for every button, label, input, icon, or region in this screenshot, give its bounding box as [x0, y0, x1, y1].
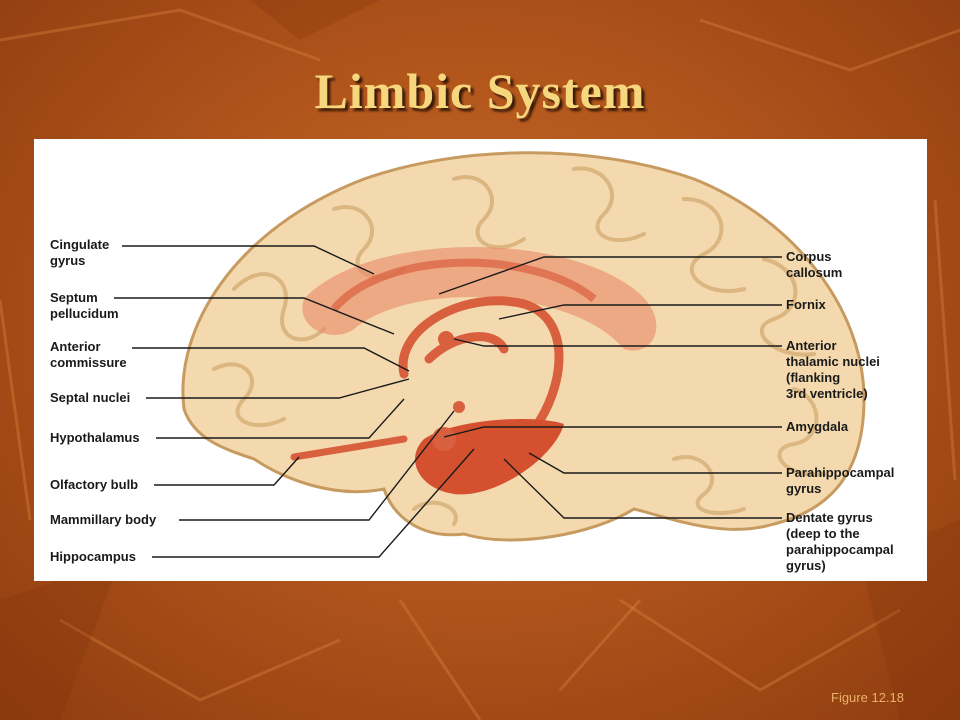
slide-title: Limbic System [314, 63, 646, 119]
label-parahippocampal-gyrus: Parahippocampal gyrus [786, 465, 895, 496]
label-olfactory-bulb: Olfactory bulb [50, 477, 139, 492]
leader-lines [114, 245, 782, 558]
label-hippocampus: Hippocampus [50, 549, 136, 564]
label-corpus-callosum: Corpus callosum [786, 249, 843, 280]
amygdala-shape [432, 427, 456, 451]
olfactory-bulb-shape [290, 435, 408, 461]
brain-illustration [114, 151, 866, 558]
label-mammillary-body: Mammillary body [50, 512, 157, 527]
anterior-thalamic-nuclei-shape [438, 331, 454, 347]
label-amygdala: Amygdala [786, 419, 849, 434]
cingulate-gyrus-shape [330, 258, 597, 312]
label-cingulate-gyrus: Cingulate gyrus [50, 237, 110, 268]
figure-caption: Figure 12.18 [831, 690, 904, 705]
label-dentate-gyrus: Dentate gyrus (deep to the parahippocamp… [786, 510, 894, 573]
label-fornix: Fornix [786, 297, 826, 312]
mammillary-body-shape [453, 401, 465, 413]
label-hypothalamus: Hypothalamus [50, 430, 140, 445]
label-anterior-commissure: Anterior commissure [50, 339, 127, 370]
label-septal-nuclei: Septal nuclei [50, 390, 131, 405]
fornix-shape [398, 296, 564, 434]
label-anterior-thalamic-nuclei: Anterior thalamic nuclei (flanking 3rd v… [786, 338, 880, 401]
limbic-figure: Cingulate gyrus Septum pellucidum Anteri… [34, 139, 927, 581]
label-septum-pellucidum: Septum pellucidum [50, 290, 119, 321]
